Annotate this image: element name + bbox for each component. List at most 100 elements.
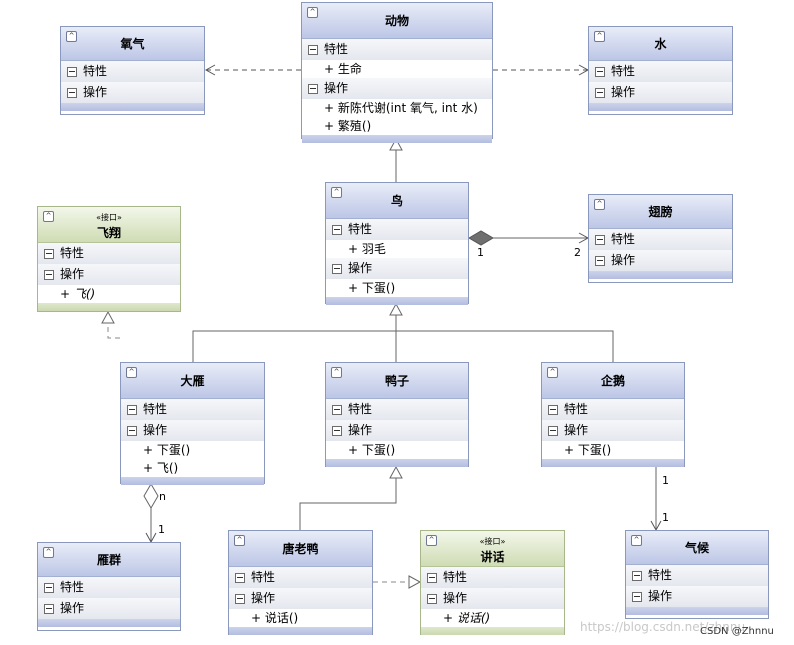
collapse-minus-icon[interactable] xyxy=(548,426,558,436)
class-flock[interactable]: ^ 雁群 特性 操作 xyxy=(37,542,181,631)
operation-item: + 下蛋() xyxy=(564,443,612,457)
multiplicity-bird-end: 1 xyxy=(477,246,484,259)
collapse-minus-icon[interactable] xyxy=(632,592,642,602)
collapse-minus-icon[interactable] xyxy=(332,405,342,415)
collapse-minus-icon[interactable] xyxy=(595,67,605,77)
collapse-minus-icon[interactable] xyxy=(235,594,245,604)
stereotype-label: «接口» xyxy=(96,213,122,222)
collapse-minus-icon[interactable] xyxy=(308,84,318,94)
collapse-minus-icon[interactable] xyxy=(308,45,318,55)
collapse-icon[interactable]: ^ xyxy=(594,31,605,42)
composition-diamond xyxy=(468,230,494,246)
operations-section[interactable]: 操作 xyxy=(121,420,264,441)
class-name: 氧气 xyxy=(120,37,145,51)
class-oxygen[interactable]: ^ 氧气 特性 操作 xyxy=(60,26,205,115)
class-bird[interactable]: ^ 鸟 特性 + 羽毛 操作 + 下蛋() xyxy=(325,182,469,305)
collapse-icon[interactable]: ^ xyxy=(43,211,54,222)
class-name: 雁群 xyxy=(96,553,121,567)
collapse-icon[interactable]: ^ xyxy=(126,367,137,378)
class-penguin[interactable]: ^ 企鹅 特性 操作 + 下蛋() xyxy=(541,362,685,467)
interface-fly[interactable]: ^ «接口» 飞翔 特性 操作 + 飞() xyxy=(37,206,181,312)
collapse-minus-icon[interactable] xyxy=(332,264,342,274)
attributes-section[interactable]: 特性 xyxy=(589,61,732,82)
collapse-minus-icon[interactable] xyxy=(44,604,54,614)
class-name: 气候 xyxy=(684,541,709,555)
collapse-minus-icon[interactable] xyxy=(595,88,605,98)
collapse-minus-icon[interactable] xyxy=(44,270,54,280)
attributes-section[interactable]: 特性 xyxy=(326,399,468,420)
multiplicity-goose-end: n xyxy=(159,490,166,503)
collapse-minus-icon[interactable] xyxy=(235,573,245,583)
class-duck[interactable]: ^ 鸭子 特性 操作 + 下蛋() xyxy=(325,362,469,467)
operation-item: + 下蛋() xyxy=(348,281,396,295)
collapse-icon[interactable]: ^ xyxy=(234,535,245,546)
collapse-icon[interactable]: ^ xyxy=(547,367,558,378)
operations-section[interactable]: 操作 xyxy=(589,250,732,271)
attribute-item: + 羽毛 xyxy=(348,242,386,256)
attributes-section[interactable]: 特性 xyxy=(421,567,564,588)
class-name: 鸟 xyxy=(390,194,403,208)
operations-section[interactable]: 操作 xyxy=(626,586,768,607)
collapse-minus-icon[interactable] xyxy=(332,426,342,436)
multiplicity-wing-end: 2 xyxy=(574,246,581,259)
attributes-section[interactable]: 特性 xyxy=(302,39,492,60)
operations-section[interactable]: 操作 xyxy=(326,258,468,279)
attributes-section[interactable]: 特性 xyxy=(121,399,264,420)
collapse-icon[interactable]: ^ xyxy=(331,187,342,198)
operations-section[interactable]: 操作 xyxy=(542,420,684,441)
collapse-minus-icon[interactable] xyxy=(127,405,137,415)
operations-section[interactable]: 操作 xyxy=(61,82,204,103)
attributes-section[interactable]: 特性 xyxy=(542,399,684,420)
interface-speak[interactable]: ^ «接口» 讲话 特性 操作 + 说话() xyxy=(420,530,565,635)
collapse-minus-icon[interactable] xyxy=(632,571,642,581)
operation-item: + 说话() xyxy=(443,611,491,625)
attributes-section[interactable]: 特性 xyxy=(626,565,768,586)
watermark-credit: CSDN @Zhnnu xyxy=(700,626,774,637)
attributes-section[interactable]: 特性 xyxy=(61,61,204,82)
collapse-minus-icon[interactable] xyxy=(44,583,54,593)
operations-section[interactable]: 操作 xyxy=(38,264,180,285)
class-goose[interactable]: ^ 大雁 特性 操作 + 下蛋() + 飞() xyxy=(120,362,265,485)
collapse-minus-icon[interactable] xyxy=(332,225,342,235)
operations-section[interactable]: 操作 xyxy=(589,82,732,103)
operations-section[interactable]: 操作 xyxy=(421,588,564,609)
operations-section[interactable]: 操作 xyxy=(229,588,372,609)
collapse-icon[interactable]: ^ xyxy=(331,367,342,378)
collapse-icon[interactable]: ^ xyxy=(307,7,318,18)
collapse-minus-icon[interactable] xyxy=(127,426,137,436)
collapse-minus-icon[interactable] xyxy=(427,573,437,583)
class-animal[interactable]: ^ 动物 特性 + 生命 操作 + 新陈代谢(int 氧气, int 水) + … xyxy=(301,2,493,143)
collapse-minus-icon[interactable] xyxy=(427,594,437,604)
attributes-section[interactable]: 特性 xyxy=(589,229,732,250)
class-wing[interactable]: ^ 翅膀 特性 操作 xyxy=(588,194,733,283)
class-name: 水 xyxy=(654,37,667,51)
collapse-minus-icon[interactable] xyxy=(67,67,77,77)
attributes-section[interactable]: 特性 xyxy=(38,243,180,264)
attributes-section[interactable]: 特性 xyxy=(326,219,468,240)
watermark-url: https://blog.csdn.net/zhnnu xyxy=(580,620,746,634)
operation-item: + 下蛋() xyxy=(348,443,396,457)
operation-item: + 飞() xyxy=(60,287,96,301)
collapse-icon[interactable]: ^ xyxy=(631,535,642,546)
operations-section[interactable]: 操作 xyxy=(38,598,180,619)
class-water[interactable]: ^ 水 特性 操作 xyxy=(588,26,733,115)
collapse-icon[interactable]: ^ xyxy=(66,31,77,42)
collapse-minus-icon[interactable] xyxy=(595,235,605,245)
collapse-icon[interactable]: ^ xyxy=(594,199,605,210)
interface-name: 飞翔 xyxy=(96,226,121,240)
class-tangduck[interactable]: ^ 唐老鸭 特性 操作 + 说话() xyxy=(228,530,373,635)
operation-item: + 说话() xyxy=(251,611,299,625)
collapse-minus-icon[interactable] xyxy=(67,88,77,98)
class-name: 动物 xyxy=(384,14,409,28)
attributes-section[interactable]: 特性 xyxy=(38,577,180,598)
operations-section[interactable]: 操作 xyxy=(326,420,468,441)
collapse-icon[interactable]: ^ xyxy=(43,547,54,558)
collapse-minus-icon[interactable] xyxy=(595,256,605,266)
attributes-section[interactable]: 特性 xyxy=(229,567,372,588)
operations-section[interactable]: 操作 xyxy=(302,78,492,99)
collapse-minus-icon[interactable] xyxy=(44,249,54,259)
class-name: 大雁 xyxy=(180,374,205,388)
class-climate[interactable]: ^ 气候 特性 操作 xyxy=(625,530,769,619)
collapse-icon[interactable]: ^ xyxy=(426,535,437,546)
collapse-minus-icon[interactable] xyxy=(548,405,558,415)
